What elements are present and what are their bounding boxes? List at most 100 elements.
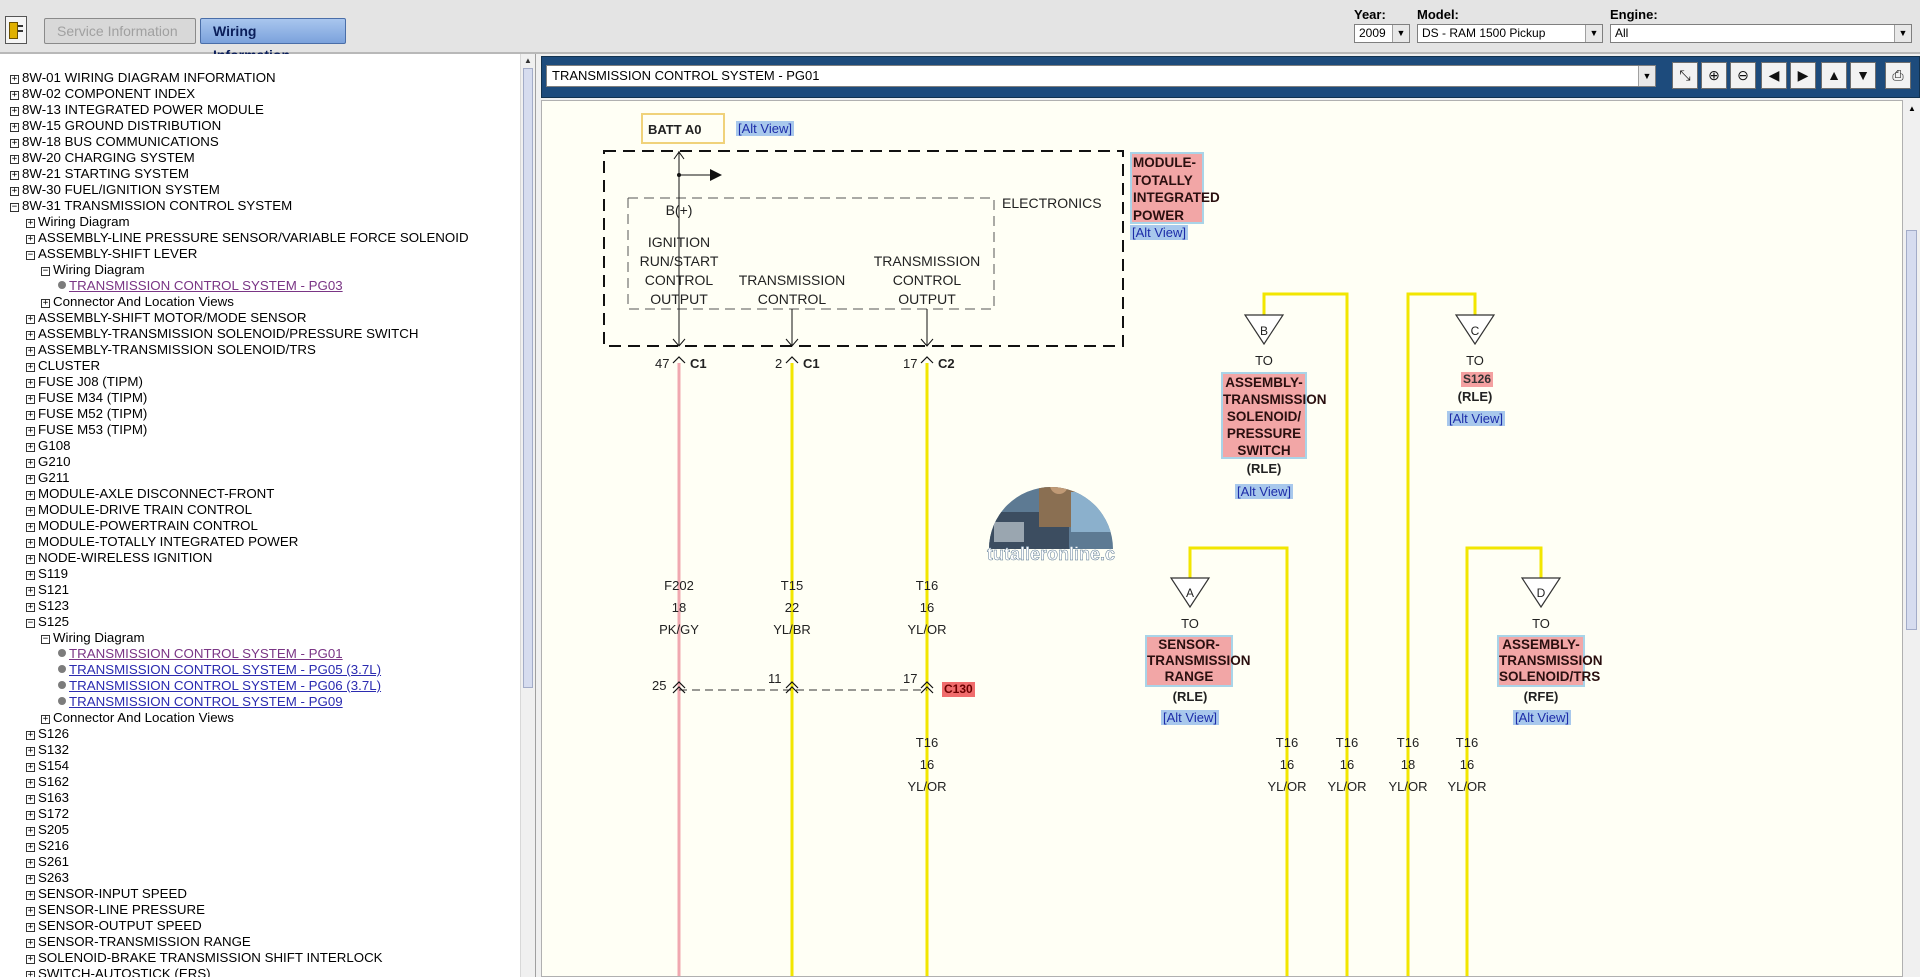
tree-node[interactable]: +S216 (26, 838, 69, 854)
expand-icon[interactable]: + (26, 874, 35, 884)
app-menu-icon[interactable] (5, 16, 27, 44)
fit-button[interactable]: ⤡ (1672, 62, 1698, 89)
expand-icon[interactable]: + (26, 410, 35, 420)
expand-icon[interactable]: + (26, 218, 35, 228)
zoom-in-button[interactable]: ⊕ (1701, 62, 1727, 89)
alt-view-link-ref-d[interactable]: [Alt View] (1513, 710, 1571, 725)
expand-icon[interactable]: + (26, 234, 35, 244)
expand-icon[interactable]: + (26, 794, 35, 804)
expand-icon[interactable]: + (26, 922, 35, 932)
tree-node[interactable]: +G211 (26, 470, 70, 486)
expand-icon[interactable]: + (26, 538, 35, 548)
expand-icon[interactable]: + (41, 714, 50, 724)
tree-node[interactable]: +ASSEMBLY-LINE PRESSURE SENSOR/VARIABLE … (26, 230, 469, 246)
expand-icon[interactable]: + (26, 570, 35, 580)
tree-node[interactable]: +8W-15 GROUND DISTRIBUTION (10, 118, 221, 134)
tree-node[interactable]: +Wiring Diagram (26, 214, 130, 230)
c130-connector-tag[interactable]: C130 (942, 682, 975, 697)
tree-node[interactable]: +MODULE-AXLE DISCONNECT-FRONT (26, 486, 274, 502)
tree-node[interactable]: +FUSE J08 (TIPM) (26, 374, 143, 390)
year-select[interactable]: 2009 ▼ (1354, 24, 1410, 43)
expand-icon[interactable]: + (10, 106, 19, 116)
expand-icon[interactable]: + (26, 778, 35, 788)
collapse-icon[interactable]: − (41, 634, 50, 644)
expand-icon[interactable]: + (26, 490, 35, 500)
tree-link[interactable]: TRANSMISSION CONTROL SYSTEM - PG09 (58, 694, 343, 710)
tree-node[interactable]: +G108 (26, 438, 71, 454)
expand-icon[interactable]: + (10, 90, 19, 100)
tree-node[interactable]: +S163 (26, 790, 69, 806)
collapse-icon[interactable]: − (26, 250, 35, 260)
ref-c-splice-tag[interactable]: S126 (1461, 372, 1494, 387)
expand-icon[interactable]: + (10, 138, 19, 148)
expand-icon[interactable]: + (26, 762, 35, 772)
tree-node[interactable]: +Connector And Location Views (41, 294, 234, 310)
tree-node[interactable]: +S126 (26, 726, 69, 742)
scroll-up-icon[interactable]: ▲ (524, 56, 532, 65)
expand-icon[interactable]: + (26, 746, 35, 756)
tree-link[interactable]: TRANSMISSION CONTROL SYSTEM - PG01 (58, 646, 343, 662)
zoom-out-button[interactable]: ⊖ (1730, 62, 1756, 89)
collapse-icon[interactable]: − (26, 618, 35, 628)
expand-icon[interactable]: + (10, 74, 19, 84)
expand-icon[interactable]: + (26, 906, 35, 916)
engine-select[interactable]: All ▼ (1610, 24, 1912, 43)
collapse-icon[interactable]: − (41, 266, 50, 276)
tree-node[interactable]: +8W-18 BUS COMMUNICATIONS (10, 134, 219, 150)
tree-node[interactable]: +MODULE-TOTALLY INTEGRATED POWER (26, 534, 298, 550)
expand-icon[interactable]: + (26, 938, 35, 948)
tree-node[interactable]: +SWITCH-AUTOSTICK (ERS) (26, 966, 211, 977)
alt-view-link-ref-c[interactable]: [Alt View] (1447, 411, 1505, 426)
tree-node[interactable]: +S154 (26, 758, 69, 774)
expand-icon[interactable]: + (26, 858, 35, 868)
expand-icon[interactable]: + (10, 170, 19, 180)
expand-icon[interactable]: + (26, 730, 35, 740)
expand-icon[interactable]: + (26, 842, 35, 852)
expand-icon[interactable]: + (26, 826, 35, 836)
expand-icon[interactable]: + (26, 810, 35, 820)
tree-node[interactable]: +G210 (26, 454, 71, 470)
alt-view-link-ref-a[interactable]: [Alt View] (1161, 710, 1219, 725)
pan-left-button[interactable]: ◀ (1761, 62, 1787, 89)
tree-node[interactable]: +S132 (26, 742, 69, 758)
expand-icon[interactable]: + (10, 122, 19, 132)
expand-icon[interactable]: + (26, 474, 35, 484)
tree-node[interactable]: +FUSE M53 (TIPM) (26, 422, 147, 438)
tree-node[interactable]: +S119 (26, 566, 68, 582)
expand-icon[interactable]: + (26, 522, 35, 532)
model-select[interactable]: DS - RAM 1500 Pickup ▼ (1417, 24, 1603, 43)
expand-icon[interactable]: + (26, 442, 35, 452)
tree-node[interactable]: +8W-01 WIRING DIAGRAM INFORMATION (10, 70, 276, 86)
tree-link[interactable]: TRANSMISSION CONTROL SYSTEM - PG03 (58, 278, 343, 294)
expand-icon[interactable]: + (41, 298, 50, 308)
tree-node[interactable]: +SENSOR-TRANSMISSION RANGE (26, 934, 251, 950)
tree-node[interactable]: +S263 (26, 870, 69, 886)
expand-icon[interactable]: + (26, 378, 35, 388)
diagram-scrollbar-thumb[interactable] (1906, 230, 1917, 630)
tree-node[interactable]: +NODE-WIRELESS IGNITION (26, 550, 212, 566)
pan-right-button[interactable]: ▶ (1790, 62, 1816, 89)
tree-node[interactable]: +ASSEMBLY-TRANSMISSION SOLENOID/TRS (26, 342, 316, 358)
tree-node[interactable]: +FUSE M52 (TIPM) (26, 406, 147, 422)
tab-service-information[interactable]: Service Information (44, 18, 196, 44)
expand-icon[interactable]: + (26, 971, 35, 977)
tree-node[interactable]: +8W-02 COMPONENT INDEX (10, 86, 195, 102)
tree-node[interactable]: −ASSEMBLY-SHIFT LEVER (26, 246, 197, 262)
tree-node[interactable]: +Connector And Location Views (41, 710, 234, 726)
tree-node[interactable]: −S125 (26, 614, 69, 630)
tree-node[interactable]: +S172 (26, 806, 69, 822)
tree-scrollbar[interactable]: ▲ (520, 54, 535, 977)
pan-up-button[interactable]: ▲ (1821, 62, 1847, 89)
expand-icon[interactable]: + (26, 554, 35, 564)
expand-icon[interactable]: + (10, 186, 19, 196)
tab-wiring-information[interactable]: Wiring Information (200, 18, 346, 63)
tree-node[interactable]: −Wiring Diagram (41, 262, 145, 278)
tree-link[interactable]: TRANSMISSION CONTROL SYSTEM - PG06 (3.7L… (58, 678, 381, 694)
expand-icon[interactable]: + (26, 602, 35, 612)
expand-icon[interactable]: + (26, 362, 35, 372)
collapse-icon[interactable]: − (10, 202, 19, 212)
